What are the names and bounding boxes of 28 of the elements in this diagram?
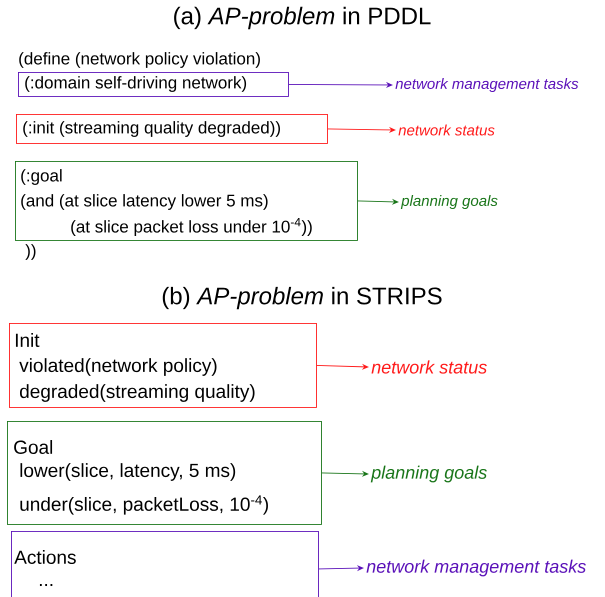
box-text: (:domain self-driving network) (25, 76, 246, 92)
box-text: Init (16, 333, 40, 347)
annotation-label: planning goals (400, 195, 498, 209)
box-text: (:init (streaming quality degraded)) (23, 121, 280, 137)
box-text: Goal (14, 440, 52, 454)
code-box (9, 323, 317, 408)
code-box (16, 114, 328, 144)
panel-title: (a) AP-problem in PDDL (174, 6, 431, 30)
code-box (15, 161, 358, 241)
box-text: Actions (14, 550, 76, 564)
box-text: ... (40, 584, 52, 586)
box-text: (at slice packet loss under 10$^{-4}$)) (71, 218, 312, 236)
box-text: lower(slice, latency, 5 ms) (20, 463, 236, 481)
box-text: under(slice, packetLoss, 10$^{-4}$) (20, 495, 268, 515)
annotation-label: network status (372, 360, 487, 374)
box-text: degraded(streaming quality) (20, 384, 255, 402)
box-text: violated(network policy) (19, 358, 216, 376)
code-box (7, 421, 322, 525)
annotation-label: network management tasks (366, 560, 586, 576)
box-text: (and (at slice latency lower 5 ms) (21, 194, 268, 210)
annotation-label: network management tasks (395, 78, 578, 92)
annotation-label: planning goals (370, 466, 487, 482)
panel-title: (b) AP-problem in STRIPS (162, 286, 442, 310)
code-line: (define (network policy violation) (19, 52, 260, 68)
code-box (18, 72, 289, 97)
box-text: (:goal (21, 169, 62, 185)
code-box (11, 531, 319, 597)
annotation-label: network status (398, 124, 495, 136)
